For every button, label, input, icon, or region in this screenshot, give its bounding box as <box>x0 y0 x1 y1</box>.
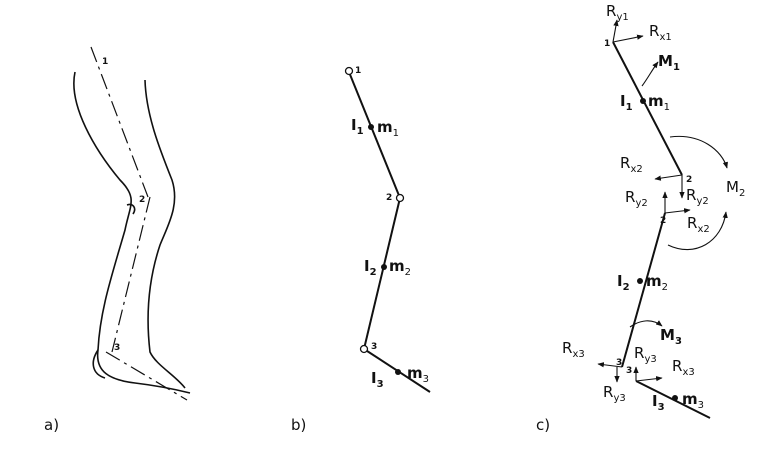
inertia-label-1: I1 <box>620 92 633 113</box>
moment-m2-upper-arrow <box>669 135 728 169</box>
force-label-ry2-right: Ry2 <box>686 186 709 207</box>
force-label-rx2-upper: Rx2 <box>620 154 643 175</box>
joint-label-3: 3 <box>371 342 377 352</box>
moment-m1-arrow <box>641 61 659 87</box>
moment-label-m3: M3 <box>660 326 682 347</box>
segment-shank <box>363 197 401 350</box>
segment-thigh <box>348 71 401 199</box>
mass-center-1 <box>640 98 646 104</box>
mass-center-2 <box>381 264 387 270</box>
force-rx1-arrow <box>612 34 644 43</box>
panel-b-stick-model: 1 2 3 I1 m1 I2 m2 I3 m3 b) <box>291 66 431 434</box>
inertia-label-3: I3 <box>652 392 665 413</box>
shank-axis <box>111 196 151 353</box>
force-label-rx2-lower: Rx2 <box>687 214 710 235</box>
force-label-ry2-left: Ry2 <box>625 188 648 209</box>
force-label-ry3-left: Ry3 <box>603 383 626 404</box>
force-label-rx3-right: Rx3 <box>672 357 695 378</box>
joint-label-2: 2 <box>139 195 145 205</box>
mass-label-1: m1 <box>648 92 670 113</box>
mass-label-1: m1 <box>377 118 399 139</box>
joint-2 <box>395 193 405 203</box>
inertia-label-1: I1 <box>351 116 364 137</box>
caption-a: a) <box>44 416 59 434</box>
mass-label-2: m2 <box>389 257 411 278</box>
mass-center-1 <box>368 124 374 130</box>
joint-label-1: 1 <box>604 39 610 49</box>
joint-label-2: 2 <box>386 193 392 203</box>
force-rx2-upper-arrow <box>654 174 683 181</box>
mass-label-3: m3 <box>407 364 429 385</box>
force-label-ry3-right: Ry3 <box>634 344 657 365</box>
mass-center-2 <box>637 278 643 284</box>
force-rx2-lower-arrow <box>664 208 691 214</box>
foot-axis <box>105 351 188 401</box>
joint-label-2-upper: 2 <box>686 175 692 185</box>
force-label-ry1: Ry1 <box>606 2 629 23</box>
inertia-label-2: I2 <box>364 257 377 278</box>
panel-c-free-body: 1 Ry1 Rx1 M1 I1 m1 2 Rx2 2 Ry2 Ry2 Rx2 M… <box>536 2 745 434</box>
force-rx3-left-arrow <box>597 362 623 368</box>
caption-b: b) <box>291 416 306 434</box>
caption-c: c) <box>536 416 550 434</box>
moment-label-m2: M2 <box>726 178 745 199</box>
joint-label-2-lower: 2 <box>660 216 666 226</box>
joint-3 <box>359 344 369 354</box>
panel-a-leg: 1 2 3 a) <box>44 46 191 434</box>
joint-label-3-left: 3 <box>616 358 622 368</box>
joint-label-3: 3 <box>114 343 120 353</box>
moment-m3-arrow <box>629 320 663 328</box>
segment-thigh <box>612 41 683 176</box>
joint-1 <box>344 66 354 76</box>
knee-crease <box>126 203 136 215</box>
joint-label-3-right: 3 <box>626 366 632 376</box>
mass-center-3 <box>672 395 678 401</box>
inertia-label-2: I2 <box>617 272 630 293</box>
mass-label-3: m3 <box>682 390 704 411</box>
moment-m2-lower-arrow <box>667 211 728 250</box>
leg-outline-right <box>144 79 186 389</box>
heel-outline <box>92 349 106 379</box>
leg-outline-left <box>73 71 191 394</box>
mass-center-3 <box>395 369 401 375</box>
mass-label-2: m2 <box>646 272 668 293</box>
joint-label-1: 1 <box>102 57 108 67</box>
force-ry1-arrow <box>612 19 619 43</box>
thigh-axis <box>90 46 149 198</box>
force-label-rx1: Rx1 <box>649 22 672 43</box>
force-label-rx3-left: Rx3 <box>562 339 585 360</box>
moment-label-m1: M1 <box>658 52 680 73</box>
joint-label-1: 1 <box>355 66 361 76</box>
inertia-label-3: I3 <box>371 369 384 390</box>
force-rx3-right-arrow <box>635 376 663 382</box>
segment-shank <box>621 212 666 368</box>
